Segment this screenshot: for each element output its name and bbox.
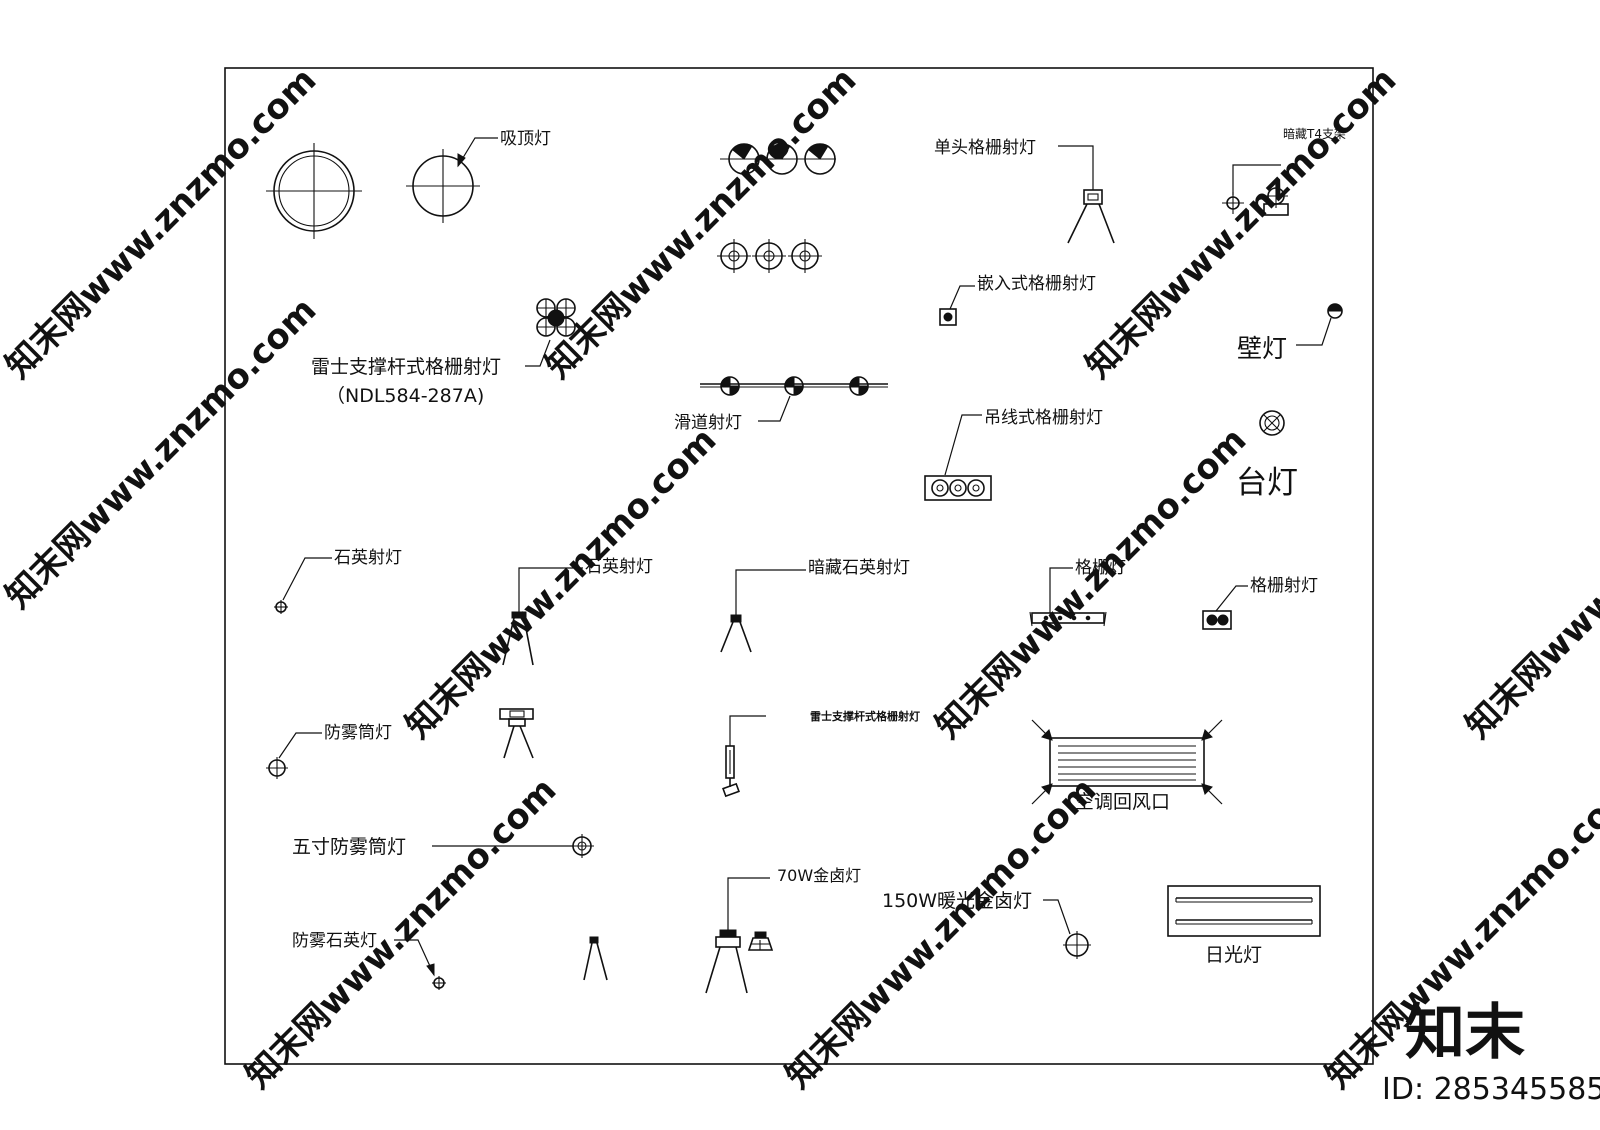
grille-lamp-symbol — [1029, 567, 1107, 627]
triple-round-grille-spot-symbol — [720, 143, 836, 175]
label-hidden-quartz-spot: 暗藏石英射灯 — [808, 558, 910, 578]
wall-lamp-symbol — [1296, 303, 1343, 346]
fluorescent-lamp-symbol — [1167, 885, 1321, 937]
watermark-brand: 知末 — [1405, 998, 1525, 1068]
halide-70w-symbol — [705, 877, 774, 994]
ceiling-light-large-symbol — [266, 143, 362, 239]
label-fogproof-downlight: 防雾筒灯 — [324, 723, 392, 743]
drawing-frame — [224, 67, 1374, 1065]
label-leishi-pole-small: 雷士支撑杆式格栅射灯 — [810, 709, 920, 723]
hidden-t4-bracket-symbol — [1222, 164, 1289, 216]
watermark-text: 知末网www.znzmo.com — [778, 770, 1104, 1096]
watermark-text: 知末网www.znzmo.com — [928, 420, 1254, 746]
grille-spot-symbol — [1202, 585, 1248, 630]
label-recessed-grille-spot: 嵌入式格栅射灯 — [977, 274, 1096, 294]
label-grille-spot: 格栅射灯 — [1250, 576, 1318, 596]
watermark-text: 知末网www.znzmo.com — [1458, 420, 1600, 746]
fogproof-quartz-symbol — [394, 939, 446, 990]
label-halide-150w: 150W暖光金卤灯 — [882, 890, 1032, 912]
ceiling-light-symbol — [406, 137, 498, 223]
fogproof-quartz-elevation-symbol — [583, 936, 608, 981]
label-fluorescent-lamp: 日光灯 — [1205, 944, 1262, 966]
ac-return-vent-symbol — [1031, 719, 1223, 805]
label-quartz-spot-1: 石英射灯 — [334, 548, 402, 568]
five-inch-fogproof-symbol — [432, 834, 594, 858]
label-hidden-t4: 暗藏T4支架 — [1283, 126, 1346, 141]
halide-150w-symbol — [1043, 899, 1091, 959]
label-quartz-spot-2: 石英射灯 — [585, 557, 653, 577]
table-lamp-symbol — [1259, 410, 1285, 436]
watermark-text: 知末网www.znzmo.com — [538, 60, 864, 386]
fogproof-downlight-symbol — [266, 732, 322, 779]
label-track-spot: 滑道射灯 — [674, 413, 742, 433]
single-grille-spot-symbol — [1058, 145, 1115, 244]
label-halide-70w: 70W金卤灯 — [777, 866, 861, 885]
label-ceiling-light: 吸顶灯 — [500, 129, 551, 149]
triple-downlight-symbol — [717, 239, 822, 273]
label-ac-return-vent: 空调回风口 — [1075, 791, 1170, 813]
watermark-text: 知末网www.znzmo.com — [398, 420, 724, 746]
quartz-spot-symbol — [502, 567, 583, 666]
label-pendant-grille-spot: 吊线式格栅射灯 — [984, 408, 1103, 428]
pendant-grille-spot-symbol — [924, 414, 992, 501]
track-spot-symbol — [700, 376, 888, 422]
label-five-inch-fogproof: 五寸防雾筒灯 — [292, 836, 406, 858]
label-wall-lamp: 壁灯 — [1237, 334, 1287, 363]
label-single-grille-spot: 单头格栅射灯 — [934, 138, 1036, 158]
watermark-layer: 知末网www.znzmo.com 知末网www.znzmo.com 知末网www… — [0, 60, 1600, 1096]
label-table-lamp: 台灯 — [1236, 465, 1298, 501]
leishi-pole-grille-spot-symbol — [525, 298, 576, 367]
quartz-spot-small-symbol — [274, 557, 332, 614]
fogproof-downlight-elevation-symbol — [499, 708, 534, 759]
watermark-text: 知末网www.znzmo.com — [238, 770, 564, 1096]
label-leishi-pole-line1: 雷士支撑杆式格栅射灯 — [311, 356, 501, 378]
label-fogproof-quartz: 防雾石英灯 — [292, 931, 377, 951]
watermark-id: ID: 285345585 — [1382, 1072, 1600, 1107]
label-leishi-pole-line2: （NDL584-287A) — [326, 385, 484, 407]
hidden-quartz-spot-symbol — [720, 569, 806, 653]
recessed-grille-spot-symbol — [939, 285, 975, 326]
leishi-pole-small-symbol — [722, 715, 766, 798]
label-grille-lamp: 格栅灯 — [1075, 558, 1126, 578]
